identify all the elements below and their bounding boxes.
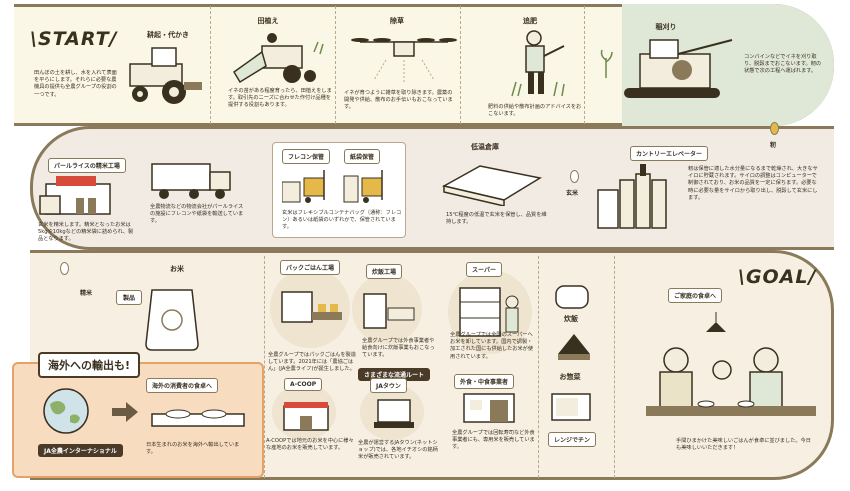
export-company-tag: JA全農インターナショナル (38, 444, 123, 457)
route-tag: さまざまな流通ルート (358, 368, 431, 381)
globe-icon (43, 388, 89, 434)
logistics-desc: 全農物流などの物流会社がパールライスの施設にフレコンや紙袋を輸送しています。 (150, 204, 244, 225)
gaishoku-title: 外食・中食事業者 (454, 374, 515, 389)
divider (460, 6, 461, 124)
divider (335, 6, 336, 124)
kitchen-cook-label: 炊飯 (564, 315, 578, 323)
bento-icon (558, 334, 590, 360)
super-desc: 全農グループでは全国のスーパーへお米を卸しています。国内で調製・加工された国にも… (450, 332, 534, 360)
microwave-icon (551, 393, 591, 421)
family-dining-icon (646, 312, 816, 416)
divider (264, 256, 265, 478)
okome-title: お米 (170, 265, 184, 273)
step-desc-harvest: コンバインなどでイネを刈り取り、脱穀までおこないます。籾の状態で次の工程へ運ばれ… (744, 54, 822, 75)
divider (584, 6, 585, 124)
warehouse-title: 低温倉庫 (471, 143, 499, 151)
pack-rice-machine-icon (281, 291, 342, 323)
warehouse-icon (441, 165, 543, 206)
step-title-tillage: 耕起・代かき (147, 31, 189, 39)
start-label: \START/ (30, 28, 118, 50)
drone-icon (351, 38, 457, 82)
storage-tag-flecon: フレコン保管 (282, 149, 331, 164)
grain-seimai-icon (60, 262, 69, 275)
rice-factory-title: 炊飯工場 (366, 264, 403, 279)
storage-tag-bag: 紙袋保管 (344, 149, 381, 164)
storage-desc: 玄米はフレキシブルコンテナバッグ（通称：フレコン）あるいは紙袋のいずれかで、保管… (282, 210, 402, 231)
tractor-icon (129, 47, 202, 104)
grain-momi-icon (770, 122, 779, 135)
kitchen-deli-label: お惣菜 (559, 373, 581, 381)
step-title-planting: 田植え (257, 17, 279, 25)
step-desc-fertilizer: 肥料の供給や散布計画のアドバイスをおこないます。 (488, 104, 582, 118)
rice-factory-desc: 全農グループでは外食事業者や給食向けに炊飯事業もおこなっています。 (362, 338, 435, 359)
grain-genmai-icon (570, 170, 579, 183)
acoop-desc: A-COOPでは地元のお米を中心に様々な産地のお米を販売しています。 (266, 438, 354, 452)
gaishoku-desc: 全農グループでは回転寿司など外食事業者にも、専用米を販売しています。 (452, 430, 535, 451)
export-desc: 日本生まれのお米を海外へ輸出しています。 (146, 442, 240, 456)
factory-desc: 玄米を精米します。精米となったお米は5kgや10kgなどの精米袋に詰められ、製品… (38, 222, 134, 243)
farmer-sprayer-icon (511, 30, 565, 97)
jatown-desc: 全農が運営するJAタウン(ネットショップ)では、各地イチオシの銘柄米が販売されて… (358, 440, 438, 461)
pack-desc: 全農グループではパックごはんを製造しています。2021年には「農協ごはん」(JA… (268, 352, 356, 373)
seihin-tag: 製品 (116, 290, 143, 305)
export-consumer-tag: 海外の消費者の食卓へ (146, 378, 219, 393)
country-elevator-icon (597, 164, 667, 229)
goal-label: \GOAL/ (738, 266, 817, 288)
super-title: スーパー (466, 262, 502, 277)
step-title-harvest: 稲刈り (655, 23, 677, 31)
jatown-title: JAタウン (370, 378, 407, 393)
divider (210, 6, 211, 124)
elevator-desc: 籾は保管に適した水分量になるまで乾燥され、大きなサイロに貯蔵されます。サイロの調… (688, 166, 818, 201)
warehouse-desc: 15℃程度の低温で玄米を保管し、品質を維持します。 (446, 212, 547, 226)
arrow-right-icon (112, 402, 138, 422)
step-title-weeding: 除草 (390, 17, 404, 25)
factory-title: パールライスの精米工場 (48, 158, 126, 173)
label-seimai: 精米 (80, 290, 93, 297)
label-momi: 籾 (770, 142, 777, 149)
rice-bag-icon (145, 289, 199, 351)
divider (614, 256, 615, 478)
laptop-icon (374, 399, 414, 428)
goal-desc: 手間ひまかけた美味しいごはんが食卓に並びました。今日も美味しいいただきます！ (676, 438, 811, 452)
goal-title: ご家庭の食卓へ (668, 288, 723, 303)
elevator-title: カントリーエレベーター (630, 146, 709, 161)
combine-harvester-icon (624, 39, 733, 98)
step-desc-planting: イネの苗がある程度育ったら、田植えをします。取引先のニーズに合わせた作付け品種を… (228, 88, 332, 109)
rice-planter-icon (233, 33, 324, 84)
step-desc-weeding: イネが育つように雑草を取り除きます。農薬の開発や供給、散布のお手伝いもおこなって… (344, 90, 453, 111)
step-desc-tillage: 田んぼの土を耕し、水を入れて表面を平らにします。それらに必要な農機具の提供も全農… (34, 70, 117, 98)
factory-building-icon (39, 176, 111, 215)
acoop-title: A-COOP (284, 378, 323, 391)
rice-cooker-machine-icon (363, 293, 415, 329)
store-icon (283, 402, 329, 431)
rice-plant-icon (600, 50, 613, 78)
kitchen-microwave-label: レンジでチン (548, 432, 597, 447)
forklift-icon (282, 170, 383, 203)
rice-cooker-icon (555, 285, 589, 309)
truck-icon (151, 163, 231, 199)
supermarket-shelf-icon (459, 287, 519, 337)
label-genmai: 玄米 (566, 190, 579, 197)
pack-title: パックごはん工場 (280, 260, 341, 275)
restaurant-icon (463, 393, 515, 423)
step-title-fertilizer: 追肥 (523, 17, 537, 25)
foreign-dining-icon (151, 409, 245, 427)
export-title: 海外への輸出も! (38, 352, 141, 378)
divider (538, 256, 539, 478)
